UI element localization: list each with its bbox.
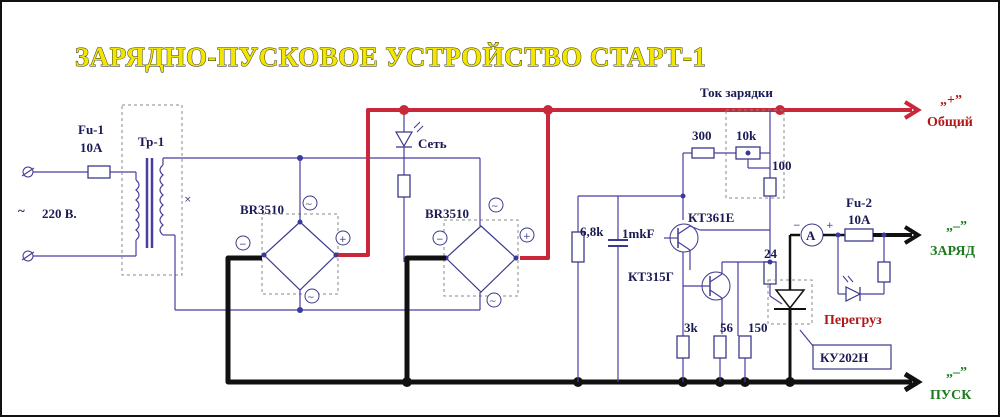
svg-text:~: ~ — [491, 202, 499, 212]
r300-label: 300 — [692, 128, 712, 143]
negative-bus — [225, 255, 912, 385]
r3k-label: 3k — [684, 320, 699, 335]
bridge-2-ac-bottom — [486, 292, 502, 308]
r24-label: 24 — [764, 246, 778, 261]
minus-charge-sign: „–” — [946, 219, 967, 234]
kt315-label: КТ315Г — [628, 269, 674, 284]
r56-label: 56 — [720, 320, 734, 335]
svg-text:+: + — [826, 221, 834, 231]
diagram-title: ЗАРЯДНО-ПУСКОВОЕ УСТРОЙСТВО СТАРТ-1 — [75, 42, 706, 72]
transformer-outline — [121, 104, 183, 276]
r6-8k-label: 6,8k — [580, 224, 604, 239]
svg-text:+: + — [523, 232, 531, 242]
thyristor-label: КУ202Н — [820, 350, 868, 365]
bridge-1-ac-top — [302, 195, 318, 211]
c1mkf-label: 1mkF — [622, 226, 655, 241]
ammeter-label: A — [806, 228, 816, 243]
fuse-1-rating: 10A — [80, 140, 103, 155]
overload-label: Перегруз — [824, 313, 882, 328]
svg-text:~: ~ — [305, 200, 313, 210]
overload-resistor — [877, 261, 891, 283]
thyristor-label-box — [812, 344, 892, 370]
kt361-label: КТ361Е — [688, 210, 734, 225]
svg-text:+: + — [339, 235, 347, 245]
bridge-rectifier-2: BR3510 − + ~ ~ — [425, 158, 535, 310]
resistor-24 — [763, 261, 777, 285]
fuse-1 — [87, 165, 111, 179]
svg-text:~: ~ — [489, 297, 497, 307]
resistor-3k — [676, 335, 690, 359]
resistor-100 — [763, 177, 777, 197]
transistor-kt315: КТ315Г — [628, 261, 770, 334]
transistor-kt361: КТ361Е — [664, 210, 734, 270]
start-label: ПУСК — [930, 388, 972, 403]
thyristor-symbol — [774, 289, 806, 310]
resistor-56 — [713, 335, 727, 359]
charge-terminal — [903, 225, 922, 245]
svg-text:−: − — [793, 221, 801, 231]
overload-led — [845, 286, 862, 302]
svg-text:−: − — [436, 235, 444, 245]
resistor-150 — [738, 335, 752, 359]
mains-indicator: Сеть — [394, 112, 447, 262]
mains-led-label: Сеть — [418, 136, 447, 151]
bridge-1-minus — [235, 235, 251, 251]
positive-bus-left — [338, 108, 912, 257]
bridge-1-outline — [261, 213, 339, 295]
bridge-1-plus — [335, 230, 351, 246]
tilde-sign: ~ — [18, 203, 25, 218]
bridge-2-minus — [432, 230, 448, 246]
positive-bus-bridge-2 — [520, 110, 550, 260]
fuse-2-rating: 10A — [848, 212, 871, 227]
r150-label: 150 — [748, 320, 768, 335]
plus-sign: „+” — [940, 93, 962, 108]
secondary-winding — [159, 164, 164, 236]
bridge-2-ac-top — [488, 197, 504, 213]
bridge-2-outline — [443, 219, 519, 297]
charge-current-outline — [725, 109, 785, 199]
r10k-label: 10k — [736, 128, 757, 143]
positive-terminal — [903, 100, 922, 120]
svg-text:−: − — [239, 240, 247, 250]
charge-current-block: Ток зарядки 300 10k 100 — [680, 85, 792, 231]
r100-label: 100 — [772, 158, 792, 173]
mains-voltage-label: 220 В. — [42, 206, 77, 221]
fuse-1-name: Fu-1 — [78, 122, 104, 137]
bridge-rectifier-1: BR3510 − + ~ ~ — [235, 158, 351, 310]
timing-network: 6,8k 1mkF — [571, 195, 683, 382]
bridge-1-label: BR3510 — [240, 202, 284, 217]
minus-start-sign: „–” — [946, 365, 967, 380]
charge-label: ЗАРЯД — [930, 244, 975, 259]
bridge-1-ac-bottom — [304, 288, 320, 304]
fuse-2 — [844, 228, 874, 242]
svg-text:~: ~ — [307, 293, 315, 303]
transformer-label: Тр-1 — [138, 134, 164, 149]
lower-resistors: 3k 56 150 24 — [676, 230, 778, 382]
tap-mark: × — [184, 195, 192, 205]
charge-current-label: Ток зарядки — [700, 85, 773, 100]
bridge-2-plus — [519, 227, 535, 243]
resistor-300 — [691, 147, 715, 159]
transformer: Тр-1 × — [121, 104, 480, 313]
fuse-2-name: Fu-2 — [846, 195, 872, 210]
common-label: Общий — [927, 115, 973, 130]
bridge-2-label: BR3510 — [425, 206, 469, 221]
thyristor: КУ202Н — [767, 235, 892, 382]
mains-input: ~ 220 В. Fu-1 10A — [18, 122, 137, 262]
charge-output: A − + Fu-2 10A „–” ЗАРЯД Перегруз — [790, 195, 975, 328]
negative-bus-bridge-2 — [404, 255, 446, 382]
mains-led — [394, 131, 414, 148]
led-resistor — [397, 174, 411, 198]
start-terminal — [903, 371, 923, 393]
primary-winding — [135, 179, 140, 241]
